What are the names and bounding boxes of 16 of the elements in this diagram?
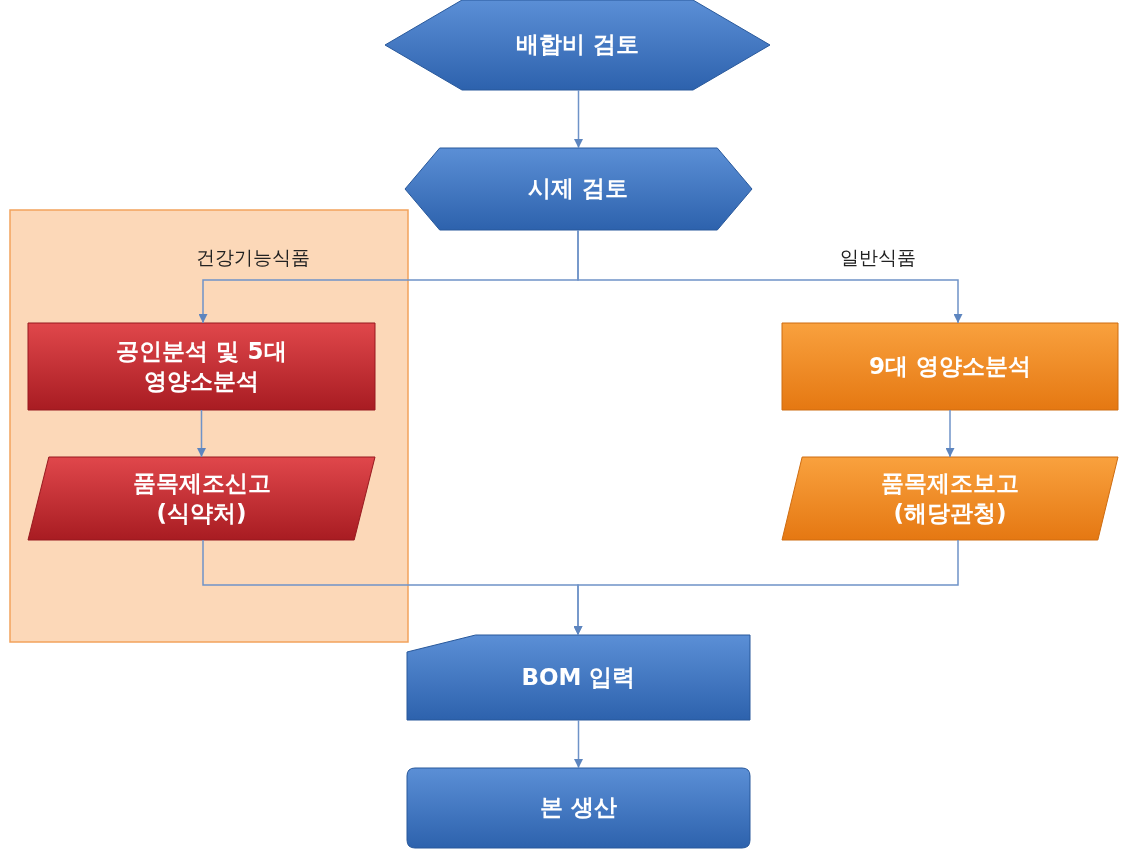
edge-label: 일반식품: [840, 245, 916, 270]
arrow: [945, 409, 955, 458]
arrow: [573, 539, 959, 636]
arrow: [197, 409, 206, 458]
edge-label: 건강기능식품: [196, 245, 310, 270]
node-label: BOM 입력: [521, 662, 636, 692]
arrow: [574, 89, 583, 149]
arrow: [577, 229, 963, 324]
node-label: 품목제조신고 (식약처): [131, 468, 272, 528]
arrow: [574, 719, 583, 769]
node-label: 품목제조보고 (해당관청): [880, 468, 1020, 528]
node-label: 시제 검토: [528, 174, 629, 204]
node-label: 본 생산: [540, 793, 617, 823]
node-label: 배합비 검토: [516, 30, 639, 60]
node-label: 9대 영양소분석: [869, 351, 1031, 381]
node-label: 공인분석 및 5대 영양소분석: [115, 336, 288, 396]
